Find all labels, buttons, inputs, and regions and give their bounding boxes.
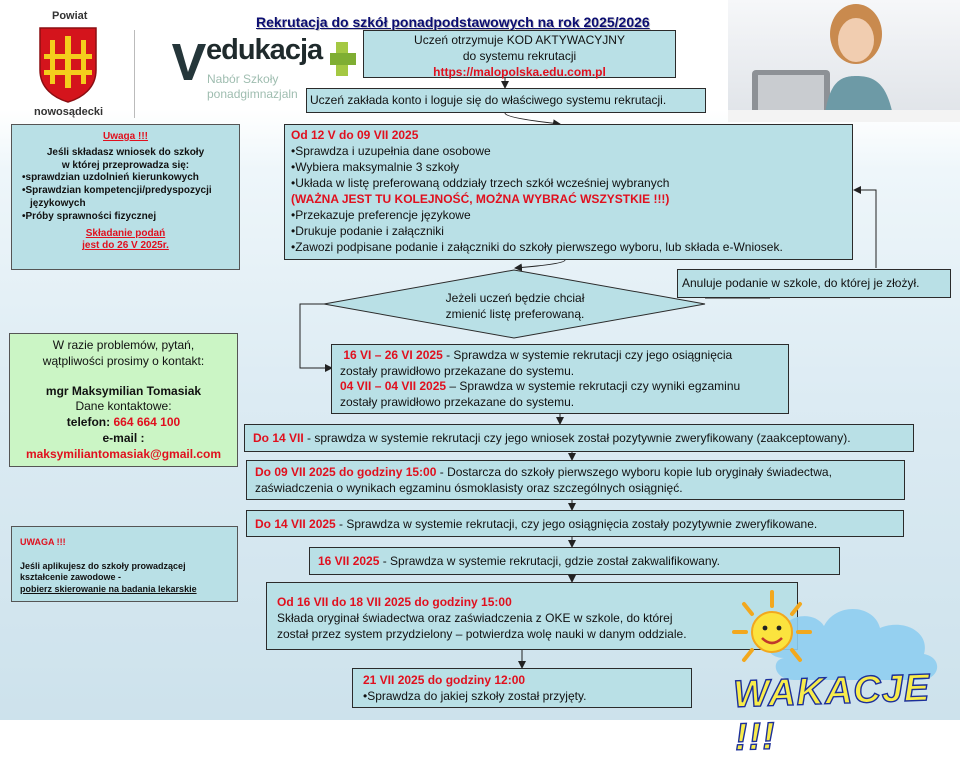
step-application-period: Od 12 V do 09 VII 2025 Sprawdza i uzupeł… — [284, 124, 853, 260]
contact-phone[interactable]: 664 664 100 — [113, 415, 181, 430]
medical-referral-link[interactable]: pobierz skierowanie na badania lekarskie — [20, 584, 197, 595]
step-verify-application: Do 14 VII - sprawdza w systemie rekrutac… — [244, 424, 914, 452]
edukacja-logo-text: edukacja — [206, 34, 323, 66]
contact-email-link[interactable]: maksymiliantomasiak@gmail.com — [25, 446, 222, 461]
decision-diamond — [323, 269, 706, 339]
crest-logo-icon — [39, 27, 97, 103]
powiat-label: Powiat — [52, 10, 88, 22]
wakacje-decoration: WAKACJE !!! — [732, 666, 932, 759]
note-vocational: UWAGA !!! Jeśli aplikujesz do szkoły pro… — [11, 526, 238, 602]
contact-name: mgr Maksymilian Tomasiak — [45, 383, 202, 398]
step-achievements-verified: Do 14 VII 2025 - Sprawdza w systemie rek… — [246, 510, 904, 537]
plus-logo-icon — [330, 42, 356, 76]
contact-panel: W razie problemów, pytań, wątpliwości pr… — [9, 333, 238, 467]
step-qualified: 16 VII 2025 - Sprawdza w systemie rekrut… — [309, 547, 840, 575]
page-title: Rekrutacja do szkół ponadpodstawowych na… — [256, 14, 650, 30]
logo-divider — [134, 30, 135, 118]
step-create-account: Uczeń zakłada konto i loguje się do właś… — [306, 88, 706, 113]
step-submit-originals: Od 16 VII do 18 VII 2025 do godziny 15:0… — [266, 582, 798, 650]
step-activation-code: Uczeń otrzymuje KOD AKTYWACYJNY do syste… — [363, 30, 676, 79]
step-final-admission: 21 VII 2025 do godziny 12:00 Sprawdza do… — [352, 668, 692, 708]
note-special-exams: Uwaga !!! Jeśli składasz wniosek do szko… — [11, 124, 240, 270]
step-cancel-application: Anuluje podanie w szkole, do której je z… — [677, 269, 951, 298]
recruitment-url-link[interactable]: https://malopolska.edu.com.pl — [433, 64, 606, 79]
student-photo — [728, 0, 960, 122]
cloud-sun-icon — [732, 590, 938, 680]
edukacja-subtitle: Nabór Szkoły ponadgimnazjaln — [207, 72, 298, 101]
nowosadecki-label: nowosądecki — [34, 106, 104, 118]
step-deliver-documents: Do 09 VII 2025 do godziny 15:00 - Dostar… — [246, 460, 905, 500]
edukacja-v-logo-icon — [172, 44, 206, 80]
decision-text: Jeżeli uczeń będzie chciał zmienić listę… — [445, 291, 585, 322]
step-check-achievements: 16 VI – 26 VI 2025 - Sprawdza w systemie… — [331, 344, 789, 414]
